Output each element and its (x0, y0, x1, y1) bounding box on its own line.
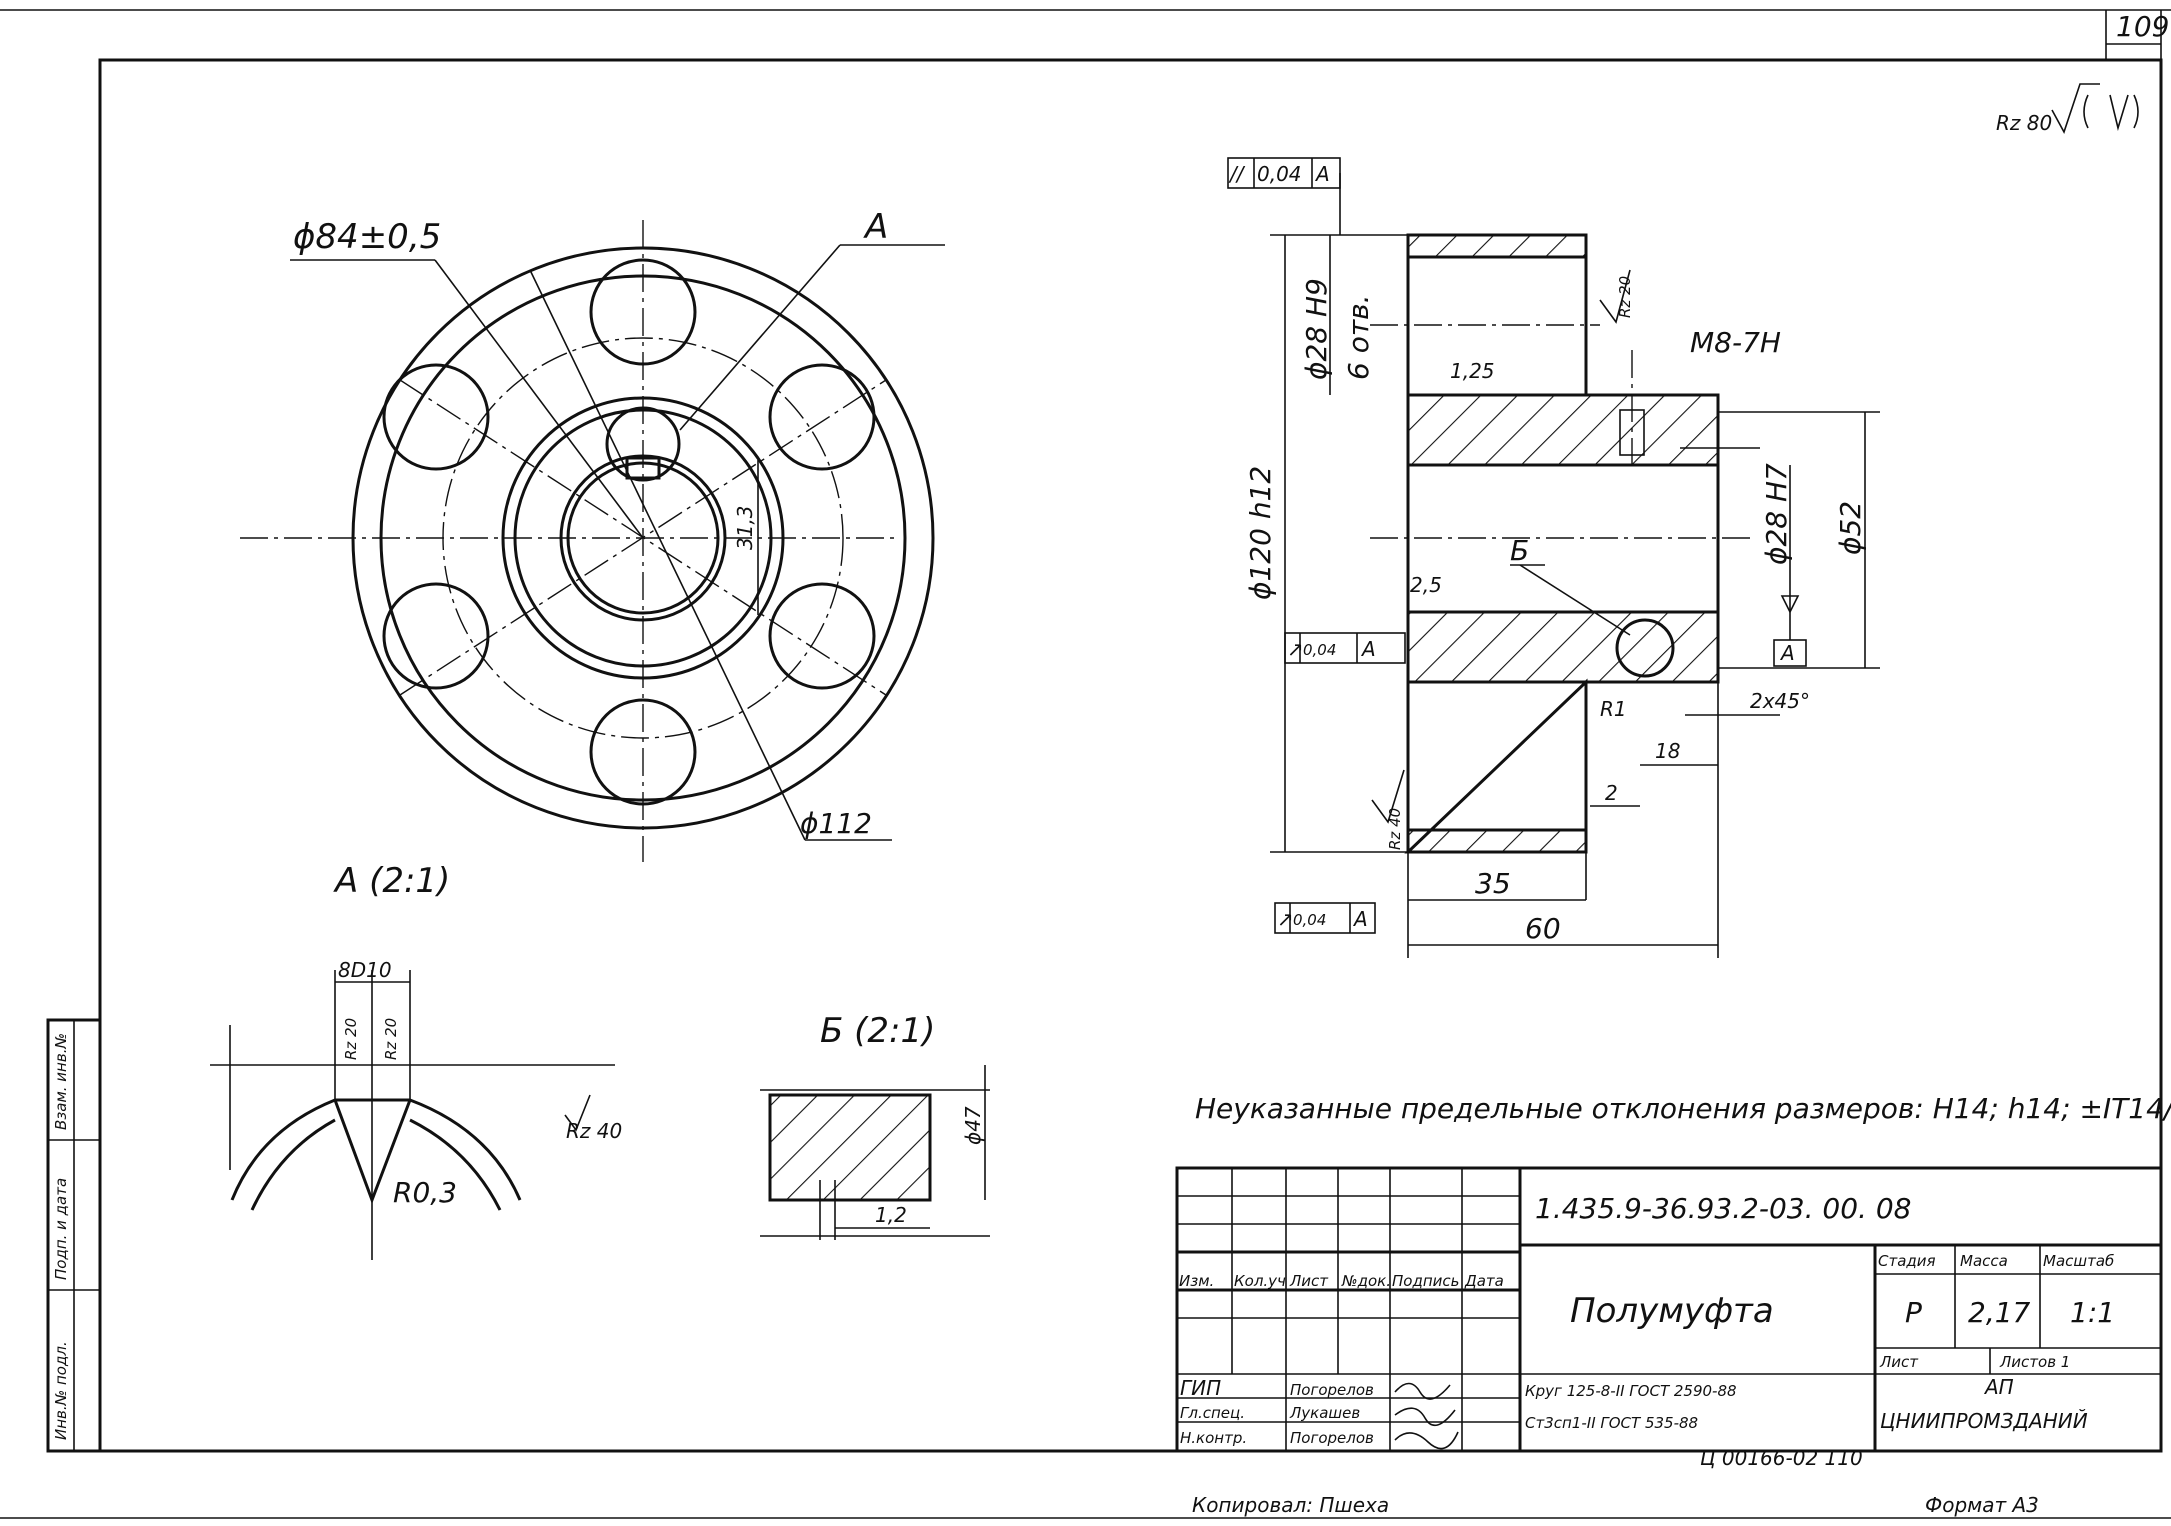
detail-a-roughness-3: Rz 40 (566, 1119, 622, 1143)
sheet-label: Лист (1879, 1353, 1919, 1371)
org-line1: АП (1983, 1375, 2014, 1399)
dim-hub: ϕ52 (1834, 501, 1867, 555)
general-note: Неуказанные предельные отклонения размер… (1195, 1092, 2171, 1125)
tol-runout1-sym: ↗ (1287, 637, 1304, 661)
page-number: 109 (2116, 10, 2169, 43)
stage-value: Р (1905, 1296, 1922, 1329)
dim-pitch: ϕ112 (800, 807, 872, 840)
section-view (1227, 157, 1880, 958)
detail-a-radius: R0,3 (393, 1176, 457, 1209)
chamfer-1: 1,25 (1450, 359, 1495, 383)
copied-by: Копировал: Пшеха (1192, 1493, 1389, 1517)
side-stamp: Инв.№ подл. Подп. и дата Взам. инв.№ (46, 1018, 102, 1453)
format-label: Формат А3 (1925, 1493, 2039, 1517)
stamp-inv-orig: Инв.№ подл. (52, 1341, 70, 1440)
detail-mark-b: Б (1510, 534, 1529, 567)
datum-a: A (1779, 641, 1795, 665)
role-gip: ГИП (1180, 1376, 1221, 1400)
roughness-general: Rz 80 (1996, 83, 2139, 135)
sheets-label: Листов 1 (1999, 1353, 2070, 1371)
detail-a-width: 8D10 (338, 958, 392, 982)
material-line1: Круг 125-8-II ГОСТ 2590-88 (1525, 1382, 1737, 1400)
col-list: Лист (1289, 1272, 1329, 1290)
section-mark-a: A (863, 207, 888, 247)
stamp-inv-replace: Взам. инв.№ (52, 1033, 70, 1130)
scale-value: 1:1 (2070, 1296, 2115, 1329)
tol-flatness-val: 0,04 (1257, 162, 1302, 186)
name-spec: Лукашев (1289, 1404, 1360, 1422)
tol-runout2-val: 0,04 (1293, 911, 1326, 929)
col-date: Дата (1464, 1272, 1504, 1290)
dim-60: 60 (1525, 912, 1561, 945)
dim-35: 35 (1475, 867, 1511, 900)
detail-a-roughness-2: Rz 20 (382, 1018, 400, 1060)
dim-outer-front: ϕ84±0,5 (293, 217, 441, 257)
col-kol: Кол.уч (1234, 1272, 1286, 1290)
tol-flatness-datum: A (1314, 162, 1330, 186)
archive-code: Ц 00166-02 110 (1700, 1446, 1863, 1470)
doc-number: 1.435.9-36.93.2-03. 00. 08 (1535, 1192, 1911, 1225)
col-sign: Подпись (1392, 1272, 1459, 1290)
detail-b (760, 1065, 990, 1240)
dim-holes: ϕ28 H9 (1300, 278, 1333, 380)
detail-a-roughness-1: Rz 20 (342, 1018, 360, 1060)
col-izm: Изм. (1179, 1272, 1214, 1290)
bolt-hole (382, 582, 490, 690)
mass-value: 2,17 (1968, 1296, 2031, 1329)
dim-2: 2 (1605, 781, 1618, 805)
holes-count: 6 отв. (1342, 294, 1375, 380)
signatures (1394, 1382, 1459, 1450)
bolt-hole (768, 363, 876, 471)
part-name: Полумуфта (1570, 1291, 1774, 1331)
roughness-section-2: Rz 40 (1386, 808, 1404, 850)
tol-runout2-sym: ↗ (1277, 907, 1294, 931)
material-line2: Ст3сп1-II ГОСТ 535-88 (1525, 1414, 1698, 1432)
roughness-section-1: Rz 20 (1616, 276, 1634, 318)
hdr-stage: Стадия (1878, 1252, 1936, 1270)
name-control: Погорелов (1290, 1429, 1374, 1447)
detail-b-width: 1,2 (875, 1203, 907, 1227)
hdr-mass: Масса (1960, 1252, 2008, 1270)
chamfer-hub: 2x45° (1750, 689, 1810, 713)
svg-text:Rz 80: Rz 80 (1996, 111, 2052, 135)
bolt-hole (382, 363, 490, 471)
chamfer-2: 2,5 (1410, 573, 1442, 597)
bolt-hole (768, 582, 876, 690)
tol-runout1-datum: A (1360, 637, 1376, 661)
detail-a-title: A (2:1) (333, 861, 450, 901)
front-view (240, 220, 945, 862)
detail-b-diam: ϕ47 (961, 1106, 985, 1145)
detail-b-title: Б (2:1) (820, 1011, 935, 1051)
tol-runout1-val: 0,04 (1303, 641, 1336, 659)
dim-bore: ϕ28 H7 (1760, 463, 1793, 565)
org-line2: ЦНИИПРОМЗДАНИЙ (1880, 1409, 2088, 1433)
sheet-frame (0, 9, 2171, 1519)
role-control: Н.контр. (1180, 1429, 1247, 1447)
dim-outer-section: ϕ120 h12 (1244, 466, 1277, 600)
thread-callout: M8-7H (1690, 326, 1781, 359)
col-doc: №док. (1341, 1272, 1391, 1290)
tol-flatness-sym: // (1228, 162, 1246, 186)
title-block (1175, 1166, 2163, 1453)
tol-runout2-datum: A (1352, 907, 1368, 931)
role-spec: Гл.спец. (1180, 1404, 1245, 1422)
stamp-sign-date: Подп. и дата (52, 1178, 70, 1280)
fillet: R1 (1600, 697, 1627, 721)
detail-a (210, 970, 615, 1260)
dim-18: 18 (1655, 739, 1680, 763)
hdr-scale: Масштаб (2043, 1252, 2114, 1270)
dim-keyway: 31,3 (733, 505, 757, 550)
name-gip: Погорелов (1290, 1381, 1374, 1399)
